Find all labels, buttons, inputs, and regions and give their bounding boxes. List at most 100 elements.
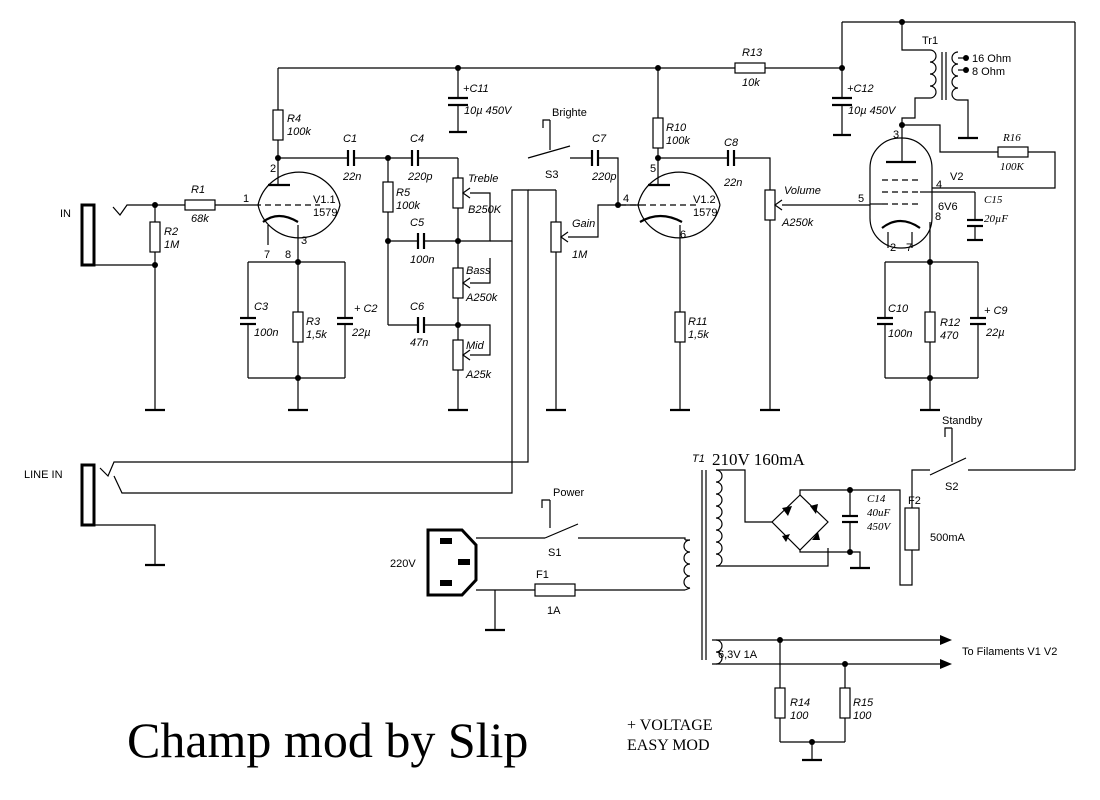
c11-value: 10µ 450V [464,105,513,117]
r2-value: 1M [164,239,180,251]
c8-value: 22n [723,177,742,189]
svg-text:+C11: +C11 [463,83,489,95]
volume-pot: Volume A250k [760,185,870,412]
gain-value: 1M [572,249,588,261]
s3-label: S3 [545,169,558,181]
v2-name: V2 [950,171,963,183]
v1b-type: 1579 [693,207,717,219]
c4-value: 220p [407,171,432,183]
capacitor-c1: C1 22n [278,133,412,183]
c2-value: 22µ [351,327,371,339]
title-main: Champ mod by Slip [127,712,528,768]
v1a-pin2: 2 [270,163,276,175]
c7-label: C7 [592,133,607,145]
v2-pin2: 2 [890,242,896,254]
c3-label: C3 [254,301,269,313]
cathode-network-v1a: C3 100n R3 1,5k +C2 22µ [240,259,378,412]
mains-inlet: 220V [390,528,545,632]
v1a-pin1: 1 [243,193,249,205]
volume-label: Volume [784,185,821,197]
v1a-pin8: 8 [285,249,291,261]
r5-value: 100k [396,200,420,212]
r12-label: R12 [940,317,960,329]
r1-label: R1 [191,184,205,196]
v1a-name: V1.1 [313,194,336,206]
c4-label: C4 [410,133,424,145]
filament-tap-label: 6,3V 1A [718,649,758,661]
fuse-f1: F1 1A [534,569,685,617]
capacitor-c12: +C12 10µ 450V [832,68,897,137]
resistor-r10: R10 100k [652,68,690,161]
f2-label: F2 [908,495,921,507]
r16-value: 100K [1000,161,1025,173]
resistor-r11: R11 1,5k [670,311,709,412]
r14-label: R14 [790,697,810,709]
resistor-r4: R4 100k [272,68,311,161]
fuse-f2: F2 500mA [850,469,966,586]
r11-value: 1,5k [688,329,709,341]
treble-value: B250K [468,204,502,216]
c5-label: C5 [410,217,425,229]
tube-v1-1: 2 1 3 7 8 V1.1 1579 [243,158,341,262]
c14-label: C14 [867,493,886,505]
power-switch-s1: Power S1 [541,487,686,559]
gain-label: Gain [572,218,595,230]
v1a-pin7: 7 [264,249,270,261]
treble-label: Treble [468,173,498,185]
standby-switch-s2: Standby S2 [929,415,983,493]
resistor-r16: R16 100K [902,124,1056,189]
bright-switch-s3: Brighte S3 C7 220p [527,107,619,205]
mid-value: A25k [465,369,492,381]
t1-label: T1 [692,453,705,465]
c9-plus: + [984,305,991,317]
r15-value: 100 [853,710,872,722]
r3-value: 1,5k [306,329,327,341]
gain-pot: Gain 1M [528,189,640,412]
capacitor-c15: C15 20µF [932,191,1008,242]
line-in-wiring: LINE IN [24,189,529,567]
r5-label: R5 [396,187,411,199]
filament-circuit: 6,3V 1A To Filaments V1 V2 R14 100 R15 1… [712,635,1057,762]
v2-pin3: 3 [893,129,899,141]
c8-label: C8 [724,137,739,149]
capacitor-c11: +C11 10µ 450V [448,68,513,134]
c2-label: C2 [363,303,377,315]
capacitor-c8: C8 22n [658,137,771,190]
r16-label: R16 [1002,132,1021,144]
resistor-r2: R2 1M [145,205,180,412]
c9-label: C9 [993,305,1007,317]
r13-label: R13 [742,47,763,59]
r12-value: 470 [940,330,959,342]
c12-plus: + [847,83,854,95]
f1-label: F1 [536,569,549,581]
c1-label: C1 [343,133,357,145]
brighte-label: Brighte [552,107,587,119]
tube-v2: 3 4 5 8 2 7 V2 6V6 [858,125,963,262]
c11-plus: + [463,83,470,95]
s2-label: S2 [945,481,958,493]
v1b-pin4: 4 [623,193,629,205]
r10-label: R10 [666,122,687,134]
tone-stack: C4 220p R5 100k C5 100n C6 47n Treble B2… [382,133,502,412]
c9-value: 22µ [985,327,1005,339]
v2-pin4: 4 [936,179,942,191]
v2-pin5: 5 [858,193,864,205]
input-jack: IN [60,202,185,268]
standby-label: Standby [942,415,983,427]
capacitor-c14: C14 40uF 450V [842,490,892,552]
s1-label: S1 [548,547,561,559]
ohm16-label: 16 Ohm [972,53,1011,65]
cathode-network-v2: C10 100n R12 470 +C9 22µ [877,259,1008,412]
line-in-label: LINE IN [24,469,63,481]
c6-label: C6 [410,301,425,313]
svg-text:+C9: +C9 [984,305,1008,317]
t1-rating: 210V 160mA [712,450,805,469]
output-transformer-tr1: Tr1 16 Ohm 8 Ohm [899,22,1011,140]
volume-value: A250k [781,217,814,229]
c6-value: 47n [410,337,428,349]
c2-plus: + [354,303,361,315]
c14-value: 40uF [867,507,891,519]
c12-value: 10µ 450V [848,105,897,117]
tube-v1-2: 5 4 6 V1.2 1579 [620,158,721,312]
v2-pin8: 8 [935,211,941,223]
